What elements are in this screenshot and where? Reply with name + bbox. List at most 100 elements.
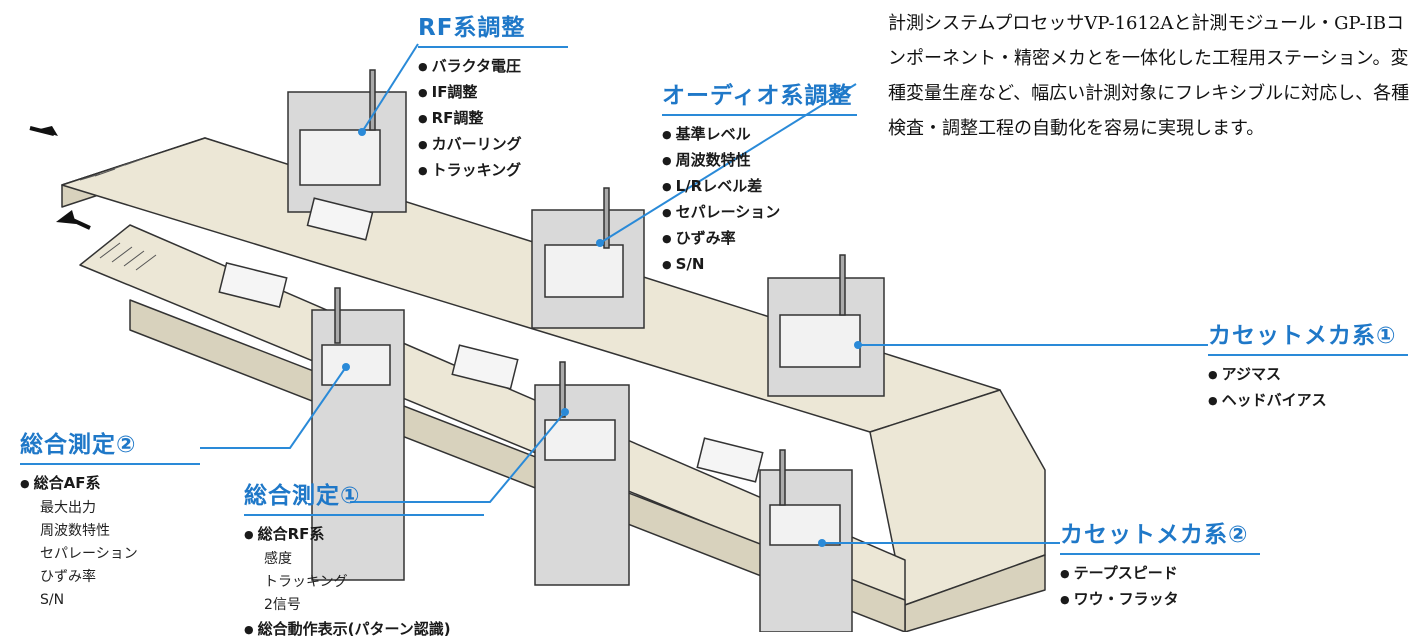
callout-audio: オーディオ系調整●基準レベル●周波数特性●L/Rレベル差●セパレーション●ひずみ… (662, 76, 857, 278)
callout-item-label: トラッキング (431, 161, 522, 179)
bullet-icon: ● (662, 232, 672, 245)
callout-item: ●IF調整 (418, 80, 568, 106)
bullet-icon: ● (418, 164, 428, 177)
callout-title: RF系調整 (418, 15, 526, 41)
callout-item: ●テープスピード (1060, 561, 1260, 587)
callout-underline (1208, 354, 1408, 356)
callout-item-label: RF調整 (431, 109, 484, 127)
callout-sub-item: セパレーション (40, 546, 138, 562)
bullet-icon: ● (662, 128, 672, 141)
bullet-icon: ● (244, 528, 254, 541)
bullet-icon: ● (418, 138, 428, 151)
callout-item: ●S/N (662, 252, 857, 278)
callout-item: ●ひずみ率 (662, 226, 857, 252)
callout-item: ●セパレーション (662, 200, 857, 226)
station-total1 (534, 361, 630, 586)
callout-sub-list: 最大出力周波数特性セパレーションひずみ率 S/N (20, 497, 200, 612)
station-rf (287, 69, 407, 213)
callout-item-label: S/N (675, 255, 705, 273)
callout-item-list: ●基準レベル●周波数特性●L/Rレベル差●セパレーション●ひずみ率●S/N (662, 122, 857, 278)
callout-underline (662, 114, 857, 116)
callout-sub-item: 感度 (264, 551, 292, 567)
station-audio (531, 187, 645, 329)
callout-item-label: 周波数特性 (675, 151, 751, 169)
callout-sub-item: S/N (40, 592, 65, 608)
callout-rf: RF系調整●バラクタ電圧●IF調整●RF調整●カバーリング●トラッキング (418, 8, 568, 184)
description-text: 計測システムプロセッサVP-1612Aと計測モジュール・GP-IBコンポーネント… (888, 13, 1410, 139)
callout-sub-item: トラッキング (264, 574, 348, 590)
bullet-icon: ● (1208, 394, 1218, 407)
callout-item-label: 総合AF系 (33, 474, 101, 492)
callout-item-label: IF調整 (431, 83, 478, 101)
callout-item-list: ●テープスピード●ワウ・フラッタ (1060, 561, 1260, 613)
callout-underline (418, 46, 568, 48)
station-cassette2 (759, 449, 853, 632)
callout-title: カセットメカ系② (1060, 522, 1249, 548)
bullet-icon: ● (418, 112, 428, 125)
callout-item: ●ヘッドバイアス (1208, 388, 1408, 414)
callout-item-label: ワウ・フラッタ (1073, 590, 1179, 608)
callout-cassette1: カセットメカ系①●アジマス●ヘッドバイアス (1208, 316, 1408, 414)
flow-arrow-out-icon (56, 210, 91, 230)
bullet-icon: ● (244, 623, 254, 636)
callout-total2: 総合測定② ●総合AF系最大出力周波数特性セパレーションひずみ率 S/N (20, 425, 200, 612)
callout-title: 総合測定② (20, 432, 137, 458)
callout-item: ●周波数特性 (662, 148, 857, 174)
callout-item: ●トラッキング (418, 158, 568, 184)
callout-item-label: 総合動作表示(パターン認識) (257, 620, 451, 638)
callout-cassette2: カセットメカ系②●テープスピード●ワウ・フラッタ (1060, 515, 1260, 613)
callout-item-label: バラクタ電圧 (431, 57, 522, 75)
callout-item: ●RF調整 (418, 106, 568, 132)
callout-underline (20, 463, 200, 465)
bullet-icon: ● (418, 60, 428, 73)
callout-item-list: ●アジマス●ヘッドバイアス (1208, 362, 1408, 414)
callout-item-label: ヘッドバイアス (1221, 391, 1327, 409)
callout-item-label: L/Rレベル差 (675, 177, 763, 195)
bullet-icon: ● (20, 477, 30, 490)
bullet-icon: ● (662, 258, 672, 271)
bullet-icon: ● (662, 206, 672, 219)
station-cassette1 (767, 254, 885, 397)
workpiece-carriers (218, 197, 764, 483)
bullet-icon: ● (418, 86, 428, 99)
callout-item: ●バラクタ電圧 (418, 54, 568, 80)
bullet-icon: ● (662, 180, 672, 193)
callout-item: ●カバーリング (418, 132, 568, 158)
callout-item: ●総合AF系 (20, 471, 200, 497)
bullet-icon: ● (1060, 567, 1070, 580)
callout-item-list: ●バラクタ電圧●IF調整●RF調整●カバーリング●トラッキング (418, 54, 568, 184)
callout-item-label: セパレーション (675, 203, 781, 221)
callout-item: ●ワウ・フラッタ (1060, 587, 1260, 613)
callout-item: ●基準レベル (662, 122, 857, 148)
bullet-icon: ● (662, 154, 672, 167)
callout-item-label: 基準レベル (675, 125, 751, 143)
callout-underline (1060, 553, 1260, 555)
callout-item-label: アジマス (1221, 365, 1282, 383)
callout-item-label: テープスピード (1073, 564, 1178, 582)
callout-sub-item: 最大出力 (40, 500, 96, 516)
callout-item-list: ●総合AF系最大出力周波数特性セパレーションひずみ率 S/N (20, 471, 200, 612)
callout-sub-item: ひずみ率 (40, 569, 96, 585)
callout-title: オーディオ系調整 (662, 83, 853, 109)
callout-item-label: ひずみ率 (675, 229, 736, 247)
callout-item: ●アジマス (1208, 362, 1408, 388)
callout-title: 総合測定① (244, 483, 361, 509)
callout-item: ●L/Rレベル差 (662, 174, 857, 200)
station-total2 (311, 287, 405, 581)
callout-sub-item: 周波数特性 (40, 523, 110, 539)
callout-sub-item: 2信号 (264, 597, 301, 613)
bullet-icon: ● (1060, 593, 1070, 606)
callout-item-label: カバーリング (431, 135, 522, 153)
callout-item-label: 総合RF系 (257, 525, 325, 543)
callout-underline (244, 514, 484, 516)
callout-title: カセットメカ系① (1208, 323, 1397, 349)
leader-lines (200, 43, 1208, 544)
callout-item: ●総合動作表示(パターン認識) (244, 617, 484, 643)
callout-item: ●総合RF系 (244, 522, 484, 548)
flow-arrow-in-icon (29, 126, 58, 136)
bullet-icon: ● (1208, 368, 1218, 381)
callout-sub-list: 感度トラッキング 2信号 (244, 548, 484, 617)
